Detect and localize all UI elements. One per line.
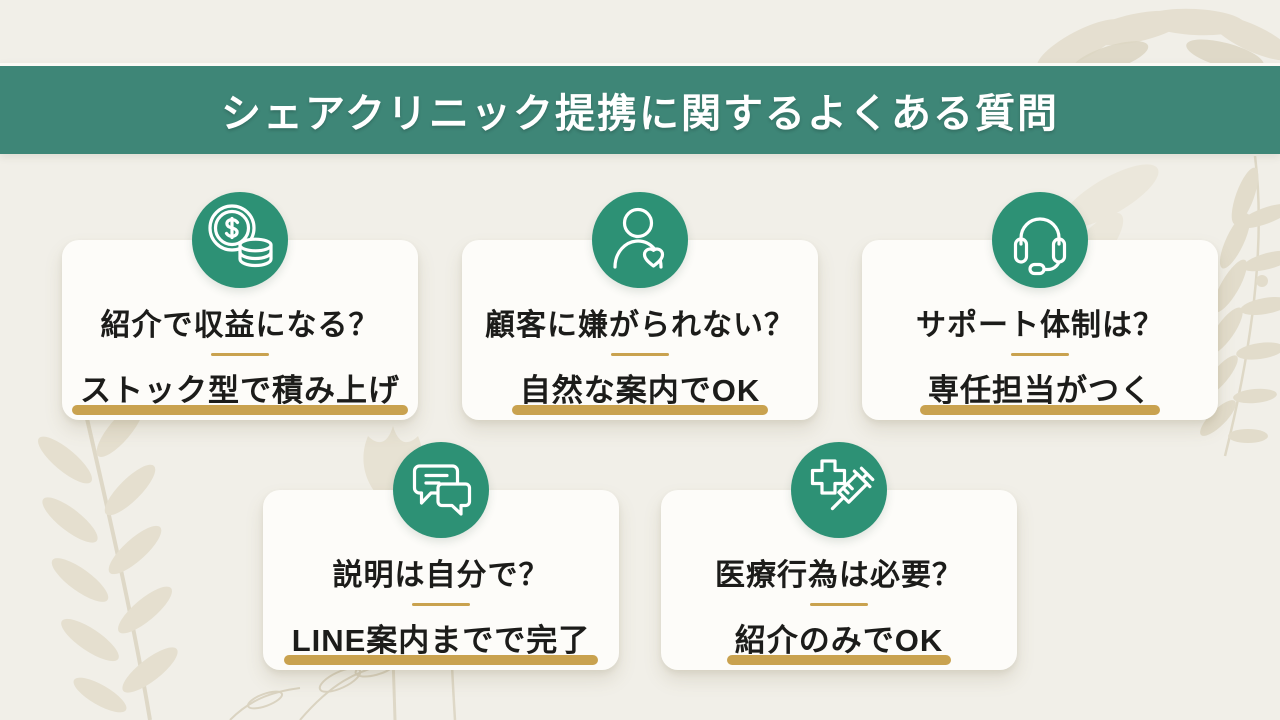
faq-question: 医療行為は必要？ [715, 559, 963, 592]
faq-card-customers: 顧客に嫌がられない？ 自然な案内でOK [462, 192, 818, 420]
faq-question: 顧客に嫌がられない？ [485, 309, 795, 342]
faq-card-revenue: 紹介で収益になる？ ストック型で積み上げ [62, 192, 418, 420]
faq-question: 説明は自分で？ [332, 559, 550, 592]
faq-answer: ストック型で積み上げ [72, 365, 408, 415]
gold-divider [412, 603, 470, 606]
faq-card-explanation: 説明は自分で？ LINE案内までで完了 [263, 442, 619, 670]
medical-cross-syringe-icon [791, 442, 887, 538]
gold-divider [611, 353, 669, 356]
faq-question: 紹介で収益になる？ [100, 309, 380, 342]
headset-icon [992, 192, 1088, 288]
faq-answer: 紹介のみでOK [726, 615, 951, 665]
faq-answer: 自然な案内でOK [511, 365, 768, 415]
faq-card-support: サポート体制は？ 専任担当がつく [862, 192, 1218, 420]
header-banner: シェアクリニック提携に関するよくある質問 [0, 63, 1280, 154]
gold-divider [810, 603, 868, 606]
coins-icon [192, 192, 288, 288]
gold-divider [1011, 353, 1069, 356]
faq-question: サポート体制は？ [916, 309, 1164, 342]
faq-card-medical: 医療行為は必要？ 紹介のみでOK [661, 442, 1017, 670]
faq-answer: LINE案内までで完了 [283, 615, 598, 665]
person-heart-icon [592, 192, 688, 288]
gold-divider [211, 353, 269, 356]
faq-row-bottom: 説明は自分で？ LINE案内までで完了 医療行為は必要？ [0, 442, 1280, 670]
leaf-decoration-top-right [1037, 8, 1280, 63]
chat-bubbles-icon [393, 442, 489, 538]
faq-answer: 専任担当がつく [920, 365, 1160, 415]
faq-row-top: 紹介で収益になる？ ストック型で積み上げ 顧客に嫌がられない？ 自然な案内でOK [0, 192, 1280, 420]
page-title: シェアクリニック提携に関するよくある質問 [221, 92, 1059, 136]
